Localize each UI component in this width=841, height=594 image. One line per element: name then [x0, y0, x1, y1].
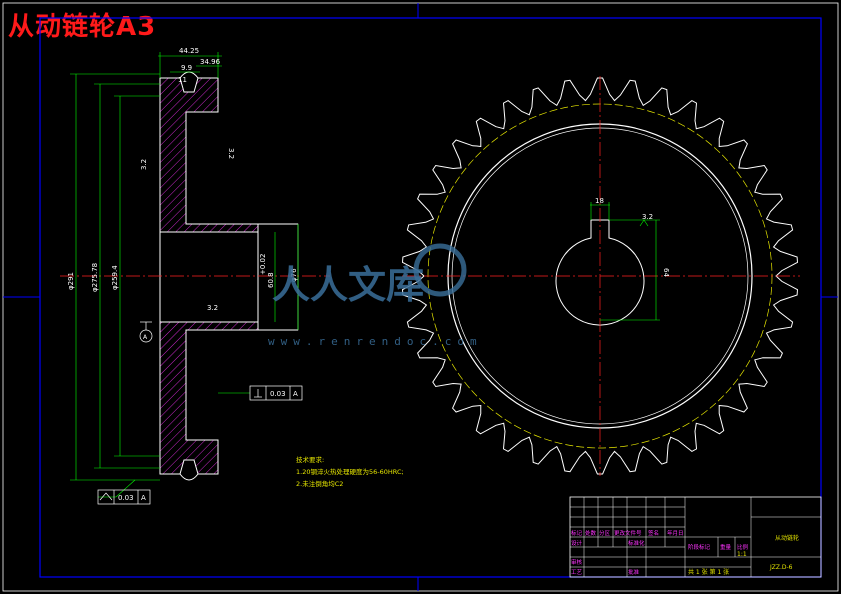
tb-std: 标准化	[628, 539, 645, 547]
title-block: 标记 处数 分区 更改文件号 签名 年月日 设计 标准化 阶段标记 重量 比例 …	[569, 496, 822, 578]
tolerance-value-1: 0.03	[270, 390, 286, 398]
roughness-1: 3.2	[227, 148, 235, 159]
watermark-url: www.renrendoc.com	[268, 335, 483, 348]
dim-key-depth: 64	[662, 268, 670, 277]
tolerance-datum-1: A	[293, 390, 298, 398]
notes-line-2: 2.未注倒角均C2	[296, 479, 343, 488]
tb-scale-value: 1:1	[737, 551, 747, 558]
tb-check: 审核	[571, 558, 583, 566]
notes-heading: 技术要求:	[296, 455, 324, 464]
notes-line-1: 1.20钢淬火热处理硬度为56-60HRC;	[296, 467, 404, 476]
dim-hub: 60.8	[267, 272, 275, 288]
datum-marker	[139, 329, 153, 343]
tolerance-datum-2: A	[141, 494, 146, 502]
dim-key-width: 18	[595, 197, 604, 205]
dim-bore: φ76	[290, 268, 298, 282]
tb-sheet-info: 共 1 张 第 1 张	[688, 568, 729, 576]
drawing-title: 从动链轮A3	[8, 12, 157, 42]
tolerance-value-2: 0.03	[118, 494, 134, 502]
datum-label: A	[143, 334, 148, 341]
tolerance-frame-1: 0.03 A	[249, 385, 303, 401]
tb-stage: 阶段标记	[688, 543, 711, 551]
tooth-arc-bottom	[179, 473, 199, 481]
tb-count: 处数	[585, 529, 597, 537]
roughness-3: 3.2	[207, 304, 218, 312]
tb-weight: 重量	[720, 543, 732, 551]
dim-width-top: 44.25	[179, 47, 199, 55]
tb-date: 年月日	[667, 529, 684, 537]
section-view: φ291 φ275.78 φ259.4 φ76 +0.02 60.8 44.25…	[60, 47, 330, 505]
tb-sign: 签名	[648, 529, 659, 537]
technical-notes: 技术要求: 1.20钢淬火热处理硬度为56-60HRC; 2.未注倒角均C2	[296, 455, 404, 488]
dim-tooth-width: 9.9	[181, 64, 192, 72]
tolerance-frame-2: 0.03 A	[97, 489, 151, 505]
section-hatch-upper	[159, 77, 259, 233]
tb-part-name: 从动链轮	[775, 534, 799, 542]
bore-keyway	[555, 219, 645, 326]
tb-scale: 比例	[737, 543, 749, 551]
roughness-key: 3.2	[642, 213, 653, 221]
front-view: 18 64 3.2	[401, 76, 800, 476]
tb-approve: 批准	[628, 568, 640, 576]
tb-drawing-no: JZZ.D-6	[769, 564, 793, 571]
tb-design: 设计	[571, 539, 583, 547]
watermark: 人人文库 www.renrendoc.com	[268, 243, 483, 348]
dim-outer-diameter: φ291	[67, 272, 75, 290]
dim-tooth-height: 11	[178, 76, 187, 84]
roughness-2: 3.2	[140, 159, 148, 170]
dim-hub-tolerance: +0.02	[259, 254, 267, 275]
tb-zone: 分区	[599, 529, 611, 537]
dim-diameter-3: φ259.4	[111, 265, 119, 290]
tb-mark: 标记	[571, 529, 583, 537]
watermark-logo	[413, 243, 467, 297]
tb-doc: 更改文件号	[614, 529, 642, 537]
dim-diameter-2: φ275.78	[91, 263, 99, 292]
dim-width-hub: 34.96	[200, 58, 221, 66]
section-hatch-lower	[159, 321, 259, 475]
tb-craft: 工艺	[571, 569, 583, 576]
watermark-text: 人人文库	[272, 263, 424, 307]
inner-frame	[39, 17, 822, 578]
